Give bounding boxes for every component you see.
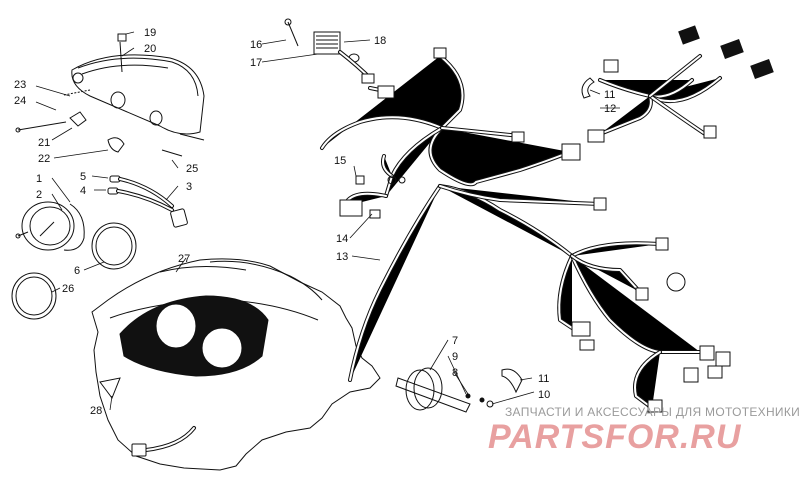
callout-5: 5 bbox=[80, 171, 86, 183]
watermark-logo-text: PARTSFOR.RU bbox=[488, 418, 742, 456]
callout-12: 12 bbox=[604, 103, 616, 115]
callout-11-bottom: 11 bbox=[538, 373, 549, 385]
callout-19: 19 bbox=[144, 27, 156, 39]
speedometer-gauge bbox=[15, 201, 85, 251]
voltage-regulator bbox=[284, 18, 375, 84]
callout-23: 23 bbox=[14, 79, 26, 91]
callout-18: 18 bbox=[374, 35, 386, 47]
main-wiring-harness bbox=[322, 56, 720, 408]
callout-16: 16 bbox=[250, 39, 262, 51]
callout-labels: 19 20 23 24 21 22 25 1 2 5 4 3 6 26 27 2… bbox=[14, 27, 616, 417]
callout-26: 26 bbox=[62, 283, 74, 295]
watermark-logo: PARTSFOR.RU bbox=[488, 418, 742, 456]
callout-15: 15 bbox=[334, 155, 346, 167]
callout-14: 14 bbox=[336, 233, 348, 245]
bulb-clip-19 bbox=[117, 33, 127, 42]
callout-13: 13 bbox=[336, 251, 348, 263]
callout-22: 22 bbox=[38, 153, 50, 165]
callout-8: 8 bbox=[452, 367, 458, 379]
callout-27: 27 bbox=[178, 253, 190, 265]
callout-28: 28 bbox=[90, 405, 102, 417]
callout-10: 10 bbox=[538, 389, 550, 401]
tachometer bbox=[395, 367, 523, 413]
headlight-assembly bbox=[15, 33, 205, 157]
callout-11-top: 11 bbox=[604, 89, 615, 101]
harness-12-connectors bbox=[581, 25, 774, 143]
callout-3: 3 bbox=[186, 181, 192, 193]
callout-7: 7 bbox=[452, 335, 458, 347]
watermark-tagline: ЗАПЧАСТИ И АКСЕССУАРЫ ДЛЯ МОТОТЕХНИКИ bbox=[505, 405, 800, 419]
gauge-bezel-6 bbox=[91, 222, 137, 270]
callout-leaders bbox=[35, 31, 620, 411]
callout-20: 20 bbox=[144, 43, 156, 55]
harness-connectors bbox=[339, 47, 731, 413]
callout-4: 4 bbox=[80, 185, 86, 197]
callout-9: 9 bbox=[452, 351, 458, 363]
gauge-bezel-26 bbox=[11, 272, 57, 320]
callout-25: 25 bbox=[186, 163, 198, 175]
callout-17: 17 bbox=[250, 57, 262, 69]
callout-1: 1 bbox=[36, 173, 42, 185]
callout-21: 21 bbox=[38, 137, 50, 149]
callout-24: 24 bbox=[14, 95, 26, 107]
dash-panel-hood bbox=[91, 258, 381, 471]
callout-6: 6 bbox=[74, 265, 80, 277]
indicator-sockets bbox=[107, 175, 188, 228]
callout-2: 2 bbox=[36, 189, 42, 201]
